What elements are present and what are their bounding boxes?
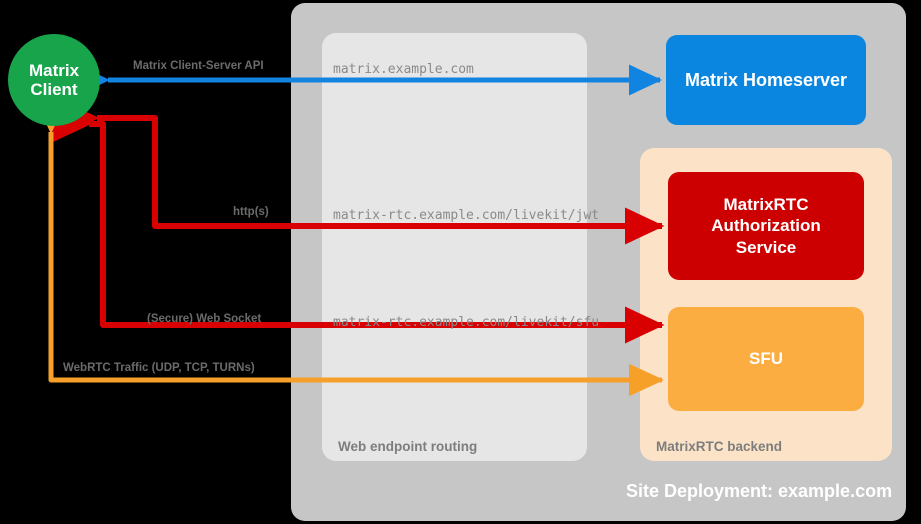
endpoint-livekit-sfu: matrix-rtc.example.com/livekit/sfu [333,315,600,330]
endpoint-livekit-jwt: matrix-rtc.example.com/livekit/jwt [333,208,600,223]
edge-label-matrix-client-server-api: Matrix Client-Server API [133,60,264,72]
node-matrixrtc-authorization-service-label: MatrixRTC Authorization Service [711,195,821,257]
node-sfu[interactable]: SFU [668,307,864,411]
caption-web-endpoint-routing: Web endpoint routing [338,439,478,454]
edge-label-https: http(s) [233,206,269,218]
edge-webrtc-traffic [34,99,665,397]
caption-matrixrtc-backend: MatrixRTC backend [656,439,783,454]
node-matrixrtc-authorization-service[interactable]: MatrixRTC Authorization Service [668,172,864,280]
edge-label-secure-web-socket: (Secure) Web Socket [147,313,262,325]
edge-label-webrtc-traffic: WebRTC Traffic (UDP, TCP, TURNs) [63,362,255,374]
node-matrix-homeserver-label: Matrix Homeserver [684,69,848,90]
node-matrix-homeserver[interactable]: Matrix Homeserver [666,35,866,125]
node-matrix-client[interactable]: Matrix Client [8,34,100,126]
endpoint-matrix-example-com: matrix.example.com [333,62,474,77]
node-matrix-client-label: Matrix Client [28,60,80,99]
caption-site-deployment: Site Deployment: example.com [626,481,893,501]
node-sfu-label: SFU [749,349,783,368]
